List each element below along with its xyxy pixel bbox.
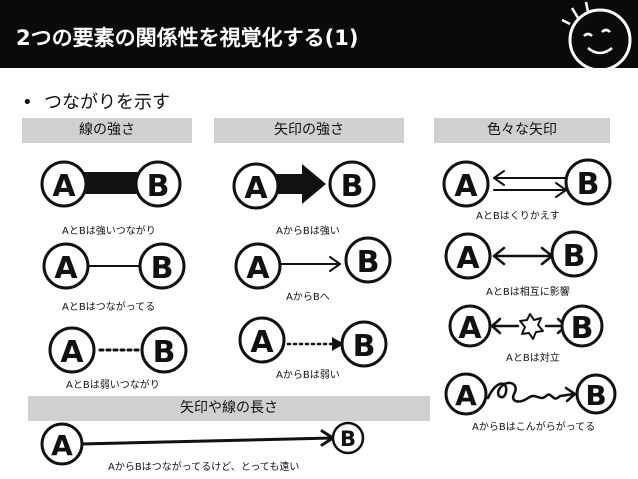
node-b-label: B: [577, 167, 600, 202]
node-b-circle: [328, 160, 376, 208]
caption-normal-arrow: AからBへ: [286, 292, 330, 303]
caption-weak-arrow: AからBは弱い: [276, 370, 340, 381]
node-b-label: B: [353, 329, 376, 364]
node-b-label: B: [153, 335, 176, 370]
node-a-circle: [444, 372, 488, 416]
conflict-arrow-diagram: A B: [448, 304, 604, 348]
node-a-label: A: [51, 429, 73, 462]
node-a-label: A: [455, 379, 477, 412]
node-a-circle: [232, 162, 280, 210]
thick-connector-line: [80, 172, 140, 194]
long-arrow-line: [78, 436, 334, 446]
node-b-circle: [564, 158, 612, 206]
node-b-circle: [340, 320, 388, 368]
slide-header: 2つの要素の関係性を視覚化する(1): [0, 0, 638, 68]
caption-repeat: AとBはくりかえす: [476, 211, 560, 222]
clash-star-icon: [519, 313, 544, 340]
left-arrow-head: [490, 317, 502, 335]
slide-title: 2つの要素の関係性を視覚化する(1): [16, 26, 359, 50]
bullet-text: つながりを示す: [44, 92, 170, 113]
caption-mutual: AとBは相互に影響: [486, 287, 570, 298]
left-arrow-head: [493, 170, 505, 186]
node-b-circle: [140, 326, 188, 374]
bullet-marker: •: [22, 92, 33, 113]
smiley-face-icon: [561, 1, 632, 68]
caption-strong-line: AとBは強いつながり: [62, 226, 156, 237]
node-b-label: B: [151, 251, 174, 286]
node-a-label: A: [250, 325, 274, 360]
node-b-label: B: [341, 169, 364, 204]
caption-long: AからBはつながってるけど、とっても遠い: [108, 462, 300, 473]
left-arrow-head: [492, 246, 506, 266]
node-a-label: A: [52, 169, 76, 204]
node-b-circle: [575, 373, 617, 415]
tangled-arrow-diagram: A B: [444, 372, 617, 416]
node-b-label: B: [340, 427, 356, 451]
caption-conflict: AとBは対立: [506, 353, 560, 364]
thick-arrow: [274, 164, 326, 204]
long-arrow-diagram: A B: [40, 421, 365, 466]
node-b-circle: [560, 304, 604, 348]
strong-arrow-diagram: A B: [232, 160, 376, 210]
node-b-circle: [550, 230, 598, 278]
node-a-circle: [444, 232, 492, 280]
node-b-circle: [331, 421, 365, 455]
node-a-circle: [448, 304, 492, 348]
node-a-label: A: [246, 251, 270, 286]
node-b-circle: [138, 242, 186, 290]
node-a-circle: [238, 316, 286, 364]
node-b-label: B: [357, 245, 380, 280]
caption-strong-arrow: AからBは強い: [276, 226, 340, 237]
node-a-circle: [442, 160, 490, 208]
node-b-label: B: [147, 169, 170, 204]
node-a-label: A: [244, 171, 268, 206]
node-b-label: B: [571, 311, 594, 346]
section-label-various-arrows: 色々な矢印: [434, 118, 610, 143]
section-label-arrow-strength: 矢印の強さ: [214, 118, 404, 143]
arrow-head: [332, 337, 344, 351]
normal-arrow-diagram: A B: [234, 236, 392, 290]
bullet-point: • つながりを示す: [22, 88, 170, 114]
node-a-label: A: [454, 169, 478, 204]
tangled-arrow-line: [486, 381, 576, 403]
caption-tangled: AからBはこんがらがってる: [472, 422, 596, 433]
node-a-circle: [40, 160, 88, 208]
caption-normal-line: AとBはつながってる: [62, 302, 156, 313]
node-a-label: A: [458, 311, 482, 346]
node-a-circle: [48, 326, 96, 374]
weak-line-diagram: A B: [48, 326, 188, 374]
caption-weak-line: AとBは弱いつながり: [66, 380, 160, 391]
node-a-circle: [42, 242, 90, 290]
repeat-arrows-diagram: A B: [442, 158, 612, 208]
node-a-circle: [234, 242, 282, 290]
node-a-label: A: [456, 241, 480, 276]
node-a-label: A: [54, 251, 78, 286]
node-a-label: A: [60, 335, 84, 370]
arrow-head: [329, 256, 341, 272]
normal-line-diagram: A B: [42, 242, 186, 290]
node-b-label: B: [563, 239, 586, 274]
node-b-circle: [344, 236, 392, 284]
section-label-line-strength: 線の強さ: [22, 118, 192, 143]
node-b-label: B: [585, 379, 606, 412]
node-b-circle: [134, 160, 182, 208]
strong-line-diagram: A B: [40, 160, 182, 208]
arrow-head: [564, 386, 577, 403]
node-a-circle: [40, 422, 84, 466]
weak-arrow-diagram: A B: [238, 316, 388, 368]
section-label-length: 矢印や線の長さ: [28, 396, 430, 421]
mutual-arrow-diagram: A B: [444, 230, 598, 280]
